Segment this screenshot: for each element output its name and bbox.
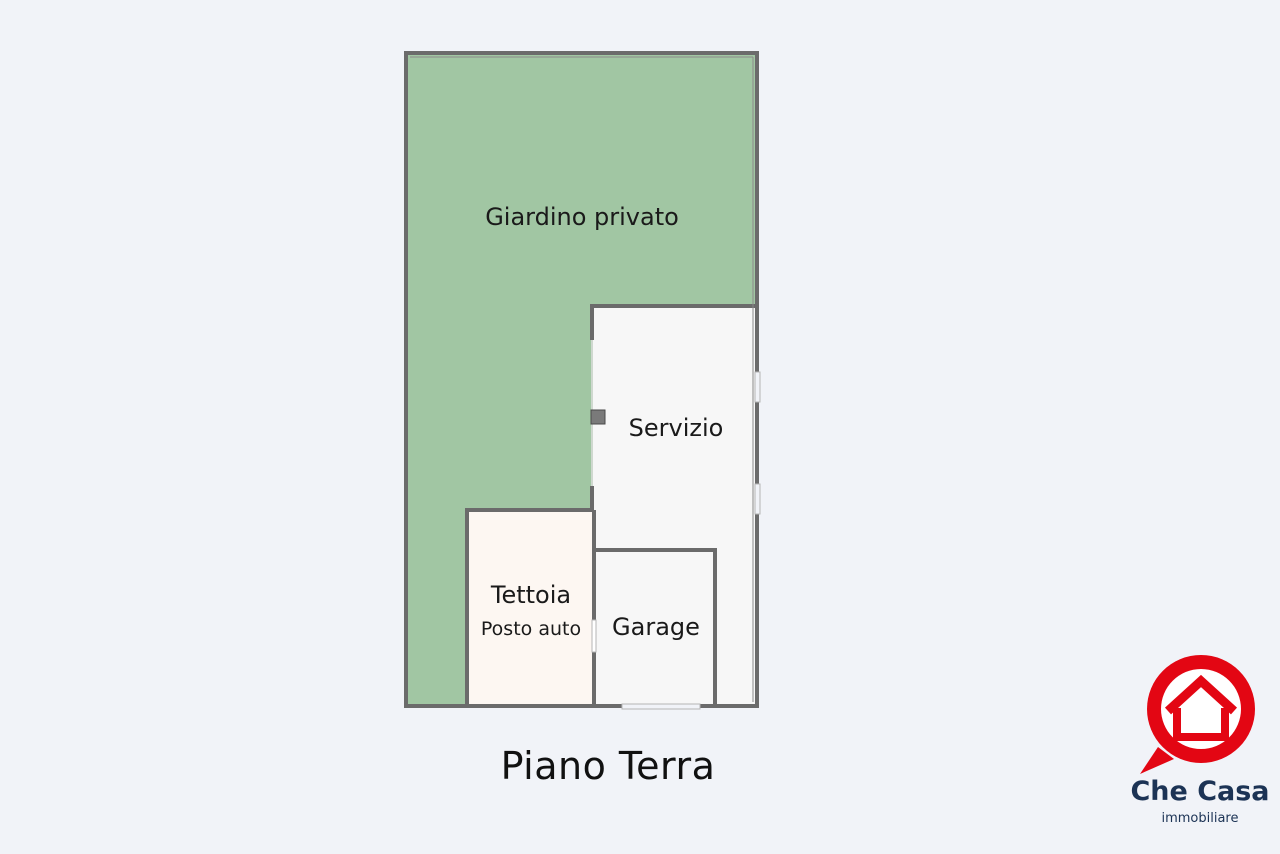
room-label-garden: Giardino privato: [485, 203, 679, 231]
room-label-service: Servizio: [629, 414, 724, 442]
room-label-carport: Tettoia: [490, 581, 571, 609]
room-label-carport-sub: Posto auto: [481, 618, 581, 640]
brand-tagline: immobiliare: [1161, 811, 1239, 826]
wall-inner-lines: [410, 56, 754, 702]
brand-name: Che Casa: [1130, 776, 1270, 807]
room-label-garage: Garage: [612, 613, 700, 641]
house-speech-bubble-icon: [1140, 655, 1255, 774]
garden-area: [406, 53, 757, 706]
garage-room: [594, 550, 715, 706]
openings: [591, 371, 761, 710]
carport-area: [467, 510, 594, 706]
floor-title: Piano Terra: [500, 744, 716, 788]
pillar: [590, 409, 606, 425]
walls: [404, 51, 759, 708]
